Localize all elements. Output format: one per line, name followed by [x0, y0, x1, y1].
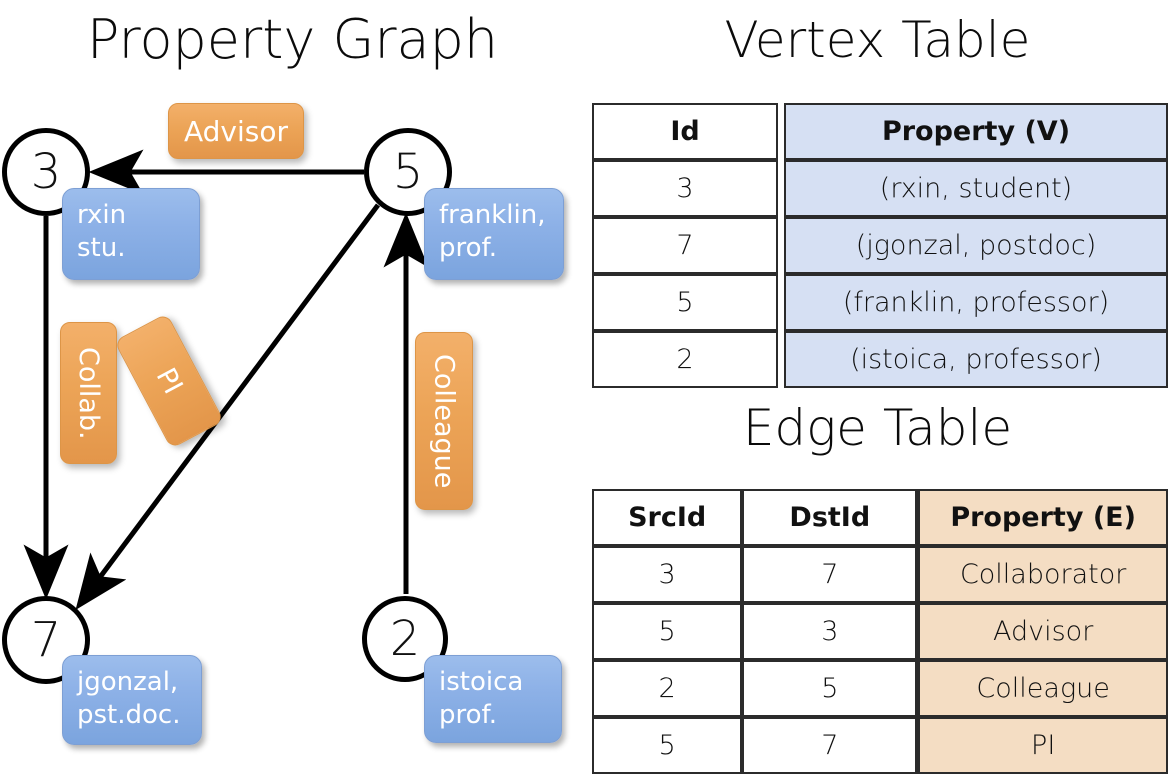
node-2-label: 2 — [389, 611, 421, 667]
vertex-property-franklin-line1: franklin, — [439, 200, 546, 230]
property-graph-diagram: 3 5 7 2 rxin stu. franklin, prof. jgonza… — [0, 0, 585, 760]
table-row[interactable]: (rxin, student) — [784, 160, 1168, 217]
table-row[interactable]: 5 — [592, 274, 778, 331]
vertex-property-box-jgonzal[interactable]: jgonzal, pst.doc. — [62, 655, 202, 745]
table-header-row: SrcId DstId Property (E) — [592, 489, 1168, 546]
edge-table-cell-srcid: 5 — [592, 603, 743, 660]
vertex-property-jgonzal-line1: jgonzal, — [77, 667, 179, 697]
edge-table-cell-srcid: 5 — [592, 717, 743, 774]
edge-table-cell-property: Colleague — [917, 660, 1168, 717]
table-header-row: Id — [592, 103, 778, 160]
edge-table: SrcId DstId Property (E) 3 7 Collaborato… — [592, 489, 1168, 774]
vertex-table-cell-id: 3 — [592, 160, 778, 217]
table-row[interactable]: 2 5 Colleague — [592, 660, 1168, 717]
node-5-label: 5 — [392, 144, 424, 200]
edge-label-colleague[interactable]: Colleague — [415, 332, 473, 510]
vertex-property-box-istoica[interactable]: istoica prof. — [424, 655, 562, 743]
table-header-row: Property (V) — [784, 103, 1168, 160]
vertex-table-cell-property: (jgonzal, postdoc) — [784, 217, 1168, 274]
vertex-table-cell-property: (istoica, professor) — [784, 331, 1168, 388]
page-title-property-graph: Property Graph — [86, 8, 499, 71]
node-7-label: 7 — [30, 612, 62, 668]
vertex-table-cell-id: 2 — [592, 331, 778, 388]
edge-table-cell-property: Advisor — [917, 603, 1168, 660]
edge-table-cell-srcid: 2 — [592, 660, 743, 717]
edge-label-advisor-text: Advisor — [183, 114, 288, 148]
vertex-property-box-rxin[interactable]: rxin stu. — [62, 188, 200, 280]
edge-table-cell-dstid: 3 — [742, 603, 918, 660]
table-row[interactable]: 2 — [592, 331, 778, 388]
table-row[interactable]: 3 7 Collaborator — [592, 546, 1168, 603]
edge-table-cell-property: Collaborator — [917, 546, 1168, 603]
vertex-table-cell-id: 7 — [592, 217, 778, 274]
vertex-property-franklin-line2: prof. — [439, 233, 498, 263]
table-row[interactable]: (istoica, professor) — [784, 331, 1168, 388]
table-row[interactable]: 5 7 PI — [592, 717, 1168, 774]
edge-5-to-7 — [75, 203, 381, 611]
vertex-table-id-column: Id 3 7 5 2 — [592, 103, 778, 388]
vertex-property-istoica-line1: istoica — [439, 667, 524, 697]
vertex-property-rxin-line1: rxin — [77, 200, 127, 230]
vertex-property-rxin-line2: stu. — [77, 233, 126, 263]
table-row[interactable]: 7 — [592, 217, 778, 274]
edge-label-advisor[interactable]: Advisor — [168, 103, 304, 159]
edge-label-pi-text: PI — [149, 363, 189, 399]
vertex-table-cell-property: (rxin, student) — [784, 160, 1168, 217]
edge-label-collab-text: Collab. — [73, 346, 104, 440]
vertex-table-header-id: Id — [592, 103, 778, 160]
table-row[interactable]: 3 — [592, 160, 778, 217]
node-3-label: 3 — [30, 144, 62, 200]
graph-node-2[interactable]: 2 — [362, 596, 448, 682]
vertex-table-cell-property: (franklin, professor) — [784, 274, 1168, 331]
vertex-property-istoica-line2: prof. — [439, 700, 498, 730]
table-row[interactable]: (jgonzal, postdoc) — [784, 217, 1168, 274]
page-title-vertex-table: Vertex Table — [724, 11, 1031, 69]
edge-table-header-dstid: DstId — [742, 489, 918, 546]
edge-table-header-srcid: SrcId — [592, 489, 743, 546]
vertex-property-box-franklin[interactable]: franklin, prof. — [424, 188, 564, 280]
vertex-table-cell-id: 5 — [592, 274, 778, 331]
vertex-table-property-column: Property (V) (rxin, student) (jgonzal, p… — [784, 103, 1168, 388]
edge-table-cell-dstid: 7 — [742, 717, 918, 774]
edge-label-colleague-text: Colleague — [428, 353, 460, 489]
edge-label-collab[interactable]: Collab. — [60, 322, 117, 464]
edge-table-cell-dstid: 7 — [742, 546, 918, 603]
vertex-property-jgonzal-line2: pst.doc. — [77, 700, 181, 730]
table-row[interactable]: 5 3 Advisor — [592, 603, 1168, 660]
graph-edge-lines — [23, 149, 429, 611]
table-row[interactable]: (franklin, professor) — [784, 274, 1168, 331]
page-title-edge-table: Edge Table — [742, 399, 1013, 457]
vertex-table-header-property: Property (V) — [784, 103, 1168, 160]
edge-table-cell-property: PI — [917, 717, 1168, 774]
edge-table-header-property: Property (E) — [917, 489, 1168, 546]
edge-table-cell-dstid: 5 — [742, 660, 918, 717]
edge-table-cell-srcid: 3 — [592, 546, 743, 603]
